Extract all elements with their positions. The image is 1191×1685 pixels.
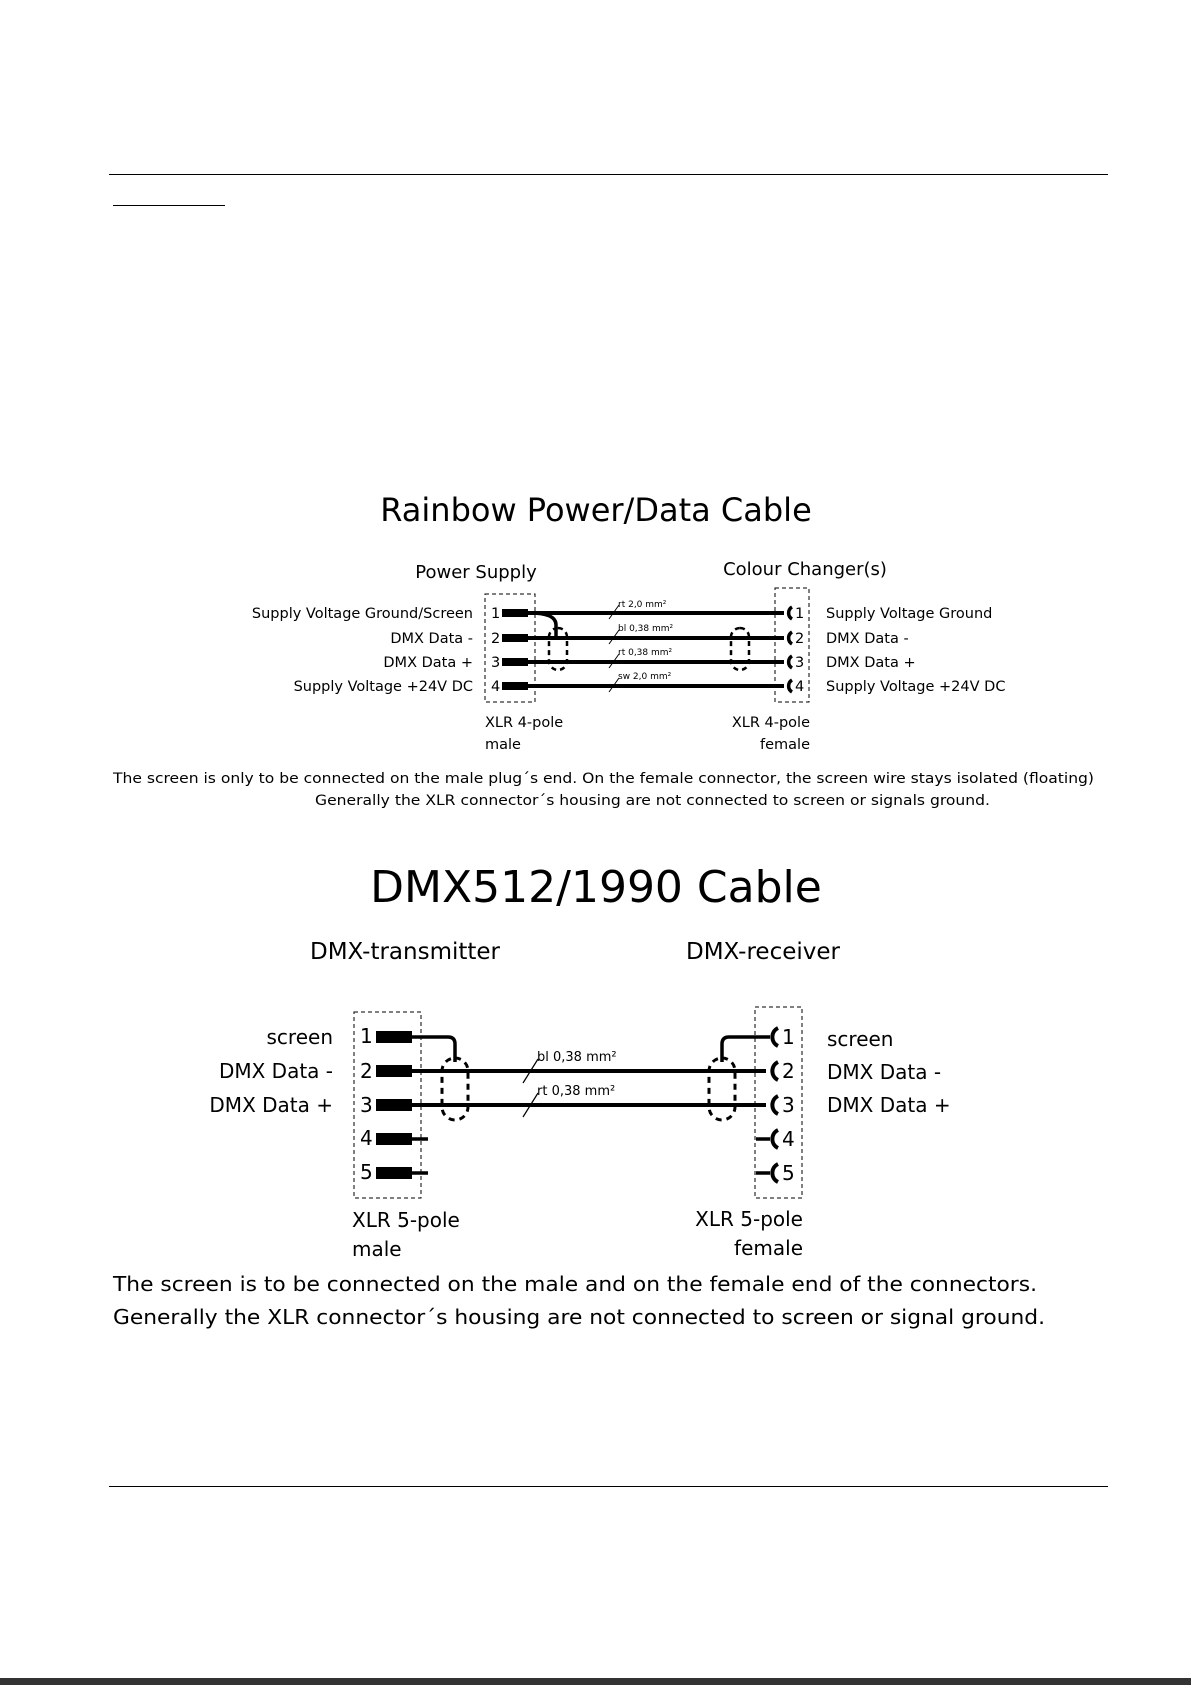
rainbow-male-pin-3: 3 — [491, 655, 500, 671]
dmx-female-connector-box — [754, 1006, 803, 1199]
rainbow-diagram: Rainbow Power/Data Cable Power Supply Co… — [112, 491, 1094, 809]
dmx-female-pin-2: 2 — [782, 1059, 795, 1083]
rainbow-wire-spec-2: bl 0,38 mm² — [618, 624, 674, 634]
rainbow-left-label-3: DMX Data + — [383, 655, 473, 671]
dmx-male-pin-2: 2 — [360, 1059, 373, 1083]
dmx-wire-spec-2: bl 0,38 mm² — [537, 1050, 617, 1065]
page-bottom-edge — [0, 1678, 1191, 1685]
dmx-screen-link-female — [720, 1035, 770, 1062]
rainbow-wire-tick — [608, 653, 620, 669]
rainbow-right-header: Colour Changer(s) — [723, 559, 887, 580]
dmx-title: DMX512/1990 Cable — [370, 862, 822, 913]
rainbow-male-pin-block — [502, 658, 528, 666]
dmx-wire-spec-3: rt 0,38 mm² — [537, 1084, 615, 1099]
dmx-female-socket — [770, 1162, 780, 1184]
rainbow-female-socket — [786, 630, 794, 646]
dmx-left-label-1: screen — [267, 1025, 333, 1049]
rainbow-male-caption-2: male — [485, 737, 521, 753]
dmx-male-pin-block — [376, 1167, 412, 1179]
rainbow-shield-female — [729, 626, 751, 672]
dmx-male-caption-2: male — [352, 1237, 402, 1261]
dmx-right-label-1: screen — [827, 1027, 893, 1051]
rainbow-right-label-3: DMX Data + — [826, 655, 916, 671]
rainbow-right-label-4: Supply Voltage +24V DC — [826, 679, 1005, 695]
dmx-male-caption-1: XLR 5-pole — [352, 1208, 460, 1232]
rainbow-wire-tick — [608, 677, 620, 693]
rainbow-female-caption-2: female — [760, 737, 810, 753]
dmx-male-connector-box — [353, 1011, 422, 1199]
dmx-male-pin-block — [376, 1031, 412, 1043]
dmx-right-header: DMX-receiver — [686, 939, 841, 965]
dmx-female-pin-1: 1 — [782, 1025, 795, 1049]
rainbow-male-pin-1: 1 — [491, 606, 500, 622]
rainbow-shield-male — [547, 626, 569, 672]
rainbow-wire-spec-4: sw 2,0 mm² — [618, 672, 672, 682]
rainbow-male-pin-block — [502, 634, 528, 642]
rainbow-male-pin-4: 4 — [491, 679, 500, 695]
rainbow-female-pin-3: 3 — [795, 655, 804, 671]
rainbow-left-header: Power Supply — [415, 562, 537, 583]
rainbow-left-label-2: DMX Data - — [390, 631, 473, 647]
rainbow-left-label-1: Supply Voltage Ground/Screen — [252, 606, 473, 622]
dmx-note-2: Generally the XLR connector´s housing ar… — [113, 1305, 1045, 1329]
rainbow-left-label-4: Supply Voltage +24V DC — [294, 679, 473, 695]
dmx-diagram: DMX512/1990 Cable DMX-transmitter DMX-re… — [112, 862, 1045, 1329]
rainbow-female-pin-4: 4 — [795, 679, 804, 695]
rainbow-male-pin-block — [502, 682, 528, 690]
dmx-male-pin-3: 3 — [360, 1093, 373, 1117]
dmx-female-socket — [770, 1094, 780, 1116]
dmx-male-pin-block — [376, 1099, 412, 1111]
dmx-male-pin-block — [376, 1065, 412, 1077]
rainbow-wire-spec-3: rt 0,38 mm² — [618, 648, 673, 658]
dmx-female-caption-2: female — [734, 1236, 803, 1260]
dmx-wire-tick — [522, 1092, 539, 1118]
heading-underline — [113, 205, 225, 206]
rainbow-female-socket — [786, 605, 794, 621]
rainbow-male-pin-block — [502, 609, 528, 617]
dmx-female-pin-4: 4 — [782, 1127, 795, 1151]
dmx-male-pin-block — [376, 1133, 412, 1145]
dmx-male-pin-5: 5 — [360, 1160, 373, 1184]
rainbow-female-pin-2: 2 — [795, 631, 804, 647]
dmx-left-label-3: DMX Data + — [209, 1093, 333, 1117]
dmx-male-pin-1: 1 — [360, 1024, 373, 1048]
dmx-right-label-3: DMX Data + — [827, 1093, 951, 1117]
dmx-shield-male — [440, 1056, 470, 1122]
rainbow-female-pin-1: 1 — [795, 606, 804, 622]
rainbow-female-socket — [786, 678, 794, 694]
rainbow-right-label-1: Supply Voltage Ground — [826, 606, 992, 622]
rainbow-wire-tick — [608, 604, 620, 620]
dmx-note-1: The screen is to be connected on the mal… — [112, 1272, 1037, 1296]
rainbow-right-label-2: DMX Data - — [826, 631, 909, 647]
rainbow-male-connector-box — [484, 593, 536, 703]
dmx-right-label-2: DMX Data - — [827, 1060, 941, 1084]
rainbow-screen-link — [529, 611, 558, 636]
rainbow-male-caption-1: XLR 4-pole — [485, 715, 563, 731]
rainbow-note-1: The screen is only to be connected on th… — [112, 771, 1094, 787]
bottom-rule — [109, 1486, 1108, 1487]
rainbow-title: Rainbow Power/Data Cable — [380, 491, 812, 529]
dmx-female-socket — [770, 1060, 780, 1082]
rainbow-male-pin-2: 2 — [491, 631, 500, 647]
dmx-female-pin-3: 3 — [782, 1093, 795, 1117]
dmx-screen-link-male — [410, 1035, 457, 1062]
dmx-female-socket — [770, 1026, 780, 1048]
top-rule — [109, 174, 1108, 175]
dmx-wire-tick — [522, 1058, 539, 1084]
rainbow-note-2: Generally the XLR connector´s housing ar… — [315, 793, 990, 809]
rainbow-female-caption-1: XLR 4-pole — [732, 715, 810, 731]
rainbow-female-connector-box — [774, 587, 810, 703]
dmx-left-header: DMX-transmitter — [310, 939, 501, 965]
dmx-female-pin-5: 5 — [782, 1161, 795, 1185]
dmx-female-caption-1: XLR 5-pole — [695, 1207, 803, 1231]
rainbow-wire-spec-1: rt 2,0 mm² — [618, 600, 667, 610]
dmx-left-label-2: DMX Data - — [219, 1059, 333, 1083]
dmx-shield-female — [707, 1056, 737, 1122]
dmx-male-pin-4: 4 — [360, 1126, 373, 1150]
dmx-female-socket — [770, 1128, 780, 1150]
rainbow-wire-tick — [608, 629, 620, 645]
rainbow-female-socket — [786, 654, 794, 670]
